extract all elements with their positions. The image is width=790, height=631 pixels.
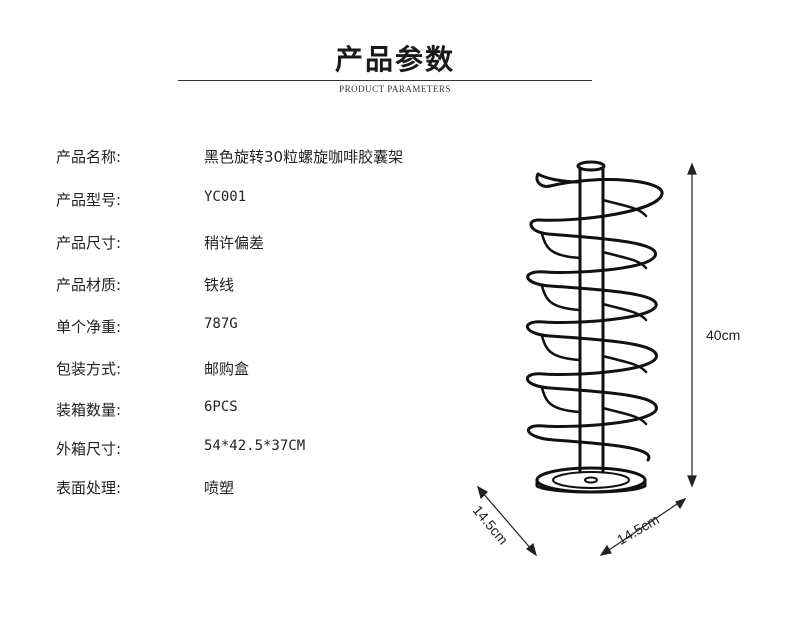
page-subtitle: PRODUCT PARAMETERS xyxy=(339,84,451,94)
page-title: 产品参数 xyxy=(334,43,455,76)
spec-label: 产品材质: xyxy=(56,276,122,294)
spec-value: 54*42.5*37CM xyxy=(204,438,306,454)
spec-label: 表面处理: xyxy=(56,479,122,497)
spiral-capsule-rack-image xyxy=(477,160,697,557)
spec-label: 包装方式: xyxy=(56,360,122,378)
spec-value: 黑色旋转30粒螺旋咖啡胶囊架 xyxy=(204,148,404,166)
spec-label: 单个净重: xyxy=(56,318,122,336)
spec-value: 稍许偏差 xyxy=(204,234,265,252)
spec-label: 产品尺寸: xyxy=(56,234,122,252)
product-figure: 40cm 14.5cm 14.5cm xyxy=(450,130,770,570)
spec-value: 787G xyxy=(204,316,238,332)
spec-label: 装箱数量: xyxy=(56,401,122,419)
spec-label: 外箱尺寸: xyxy=(56,440,122,458)
spec-label: 产品型号: xyxy=(56,191,122,209)
title-divider xyxy=(178,80,592,81)
spec-value: 喷塑 xyxy=(204,479,235,497)
spec-value: 邮购盒 xyxy=(204,360,250,378)
spec-value: 6PCS xyxy=(204,399,238,415)
spec-label: 产品名称: xyxy=(56,148,122,166)
spec-value: YC001 xyxy=(204,189,247,205)
spec-value: 铁线 xyxy=(204,276,235,294)
height-dimension-label: 40cm xyxy=(706,327,741,343)
